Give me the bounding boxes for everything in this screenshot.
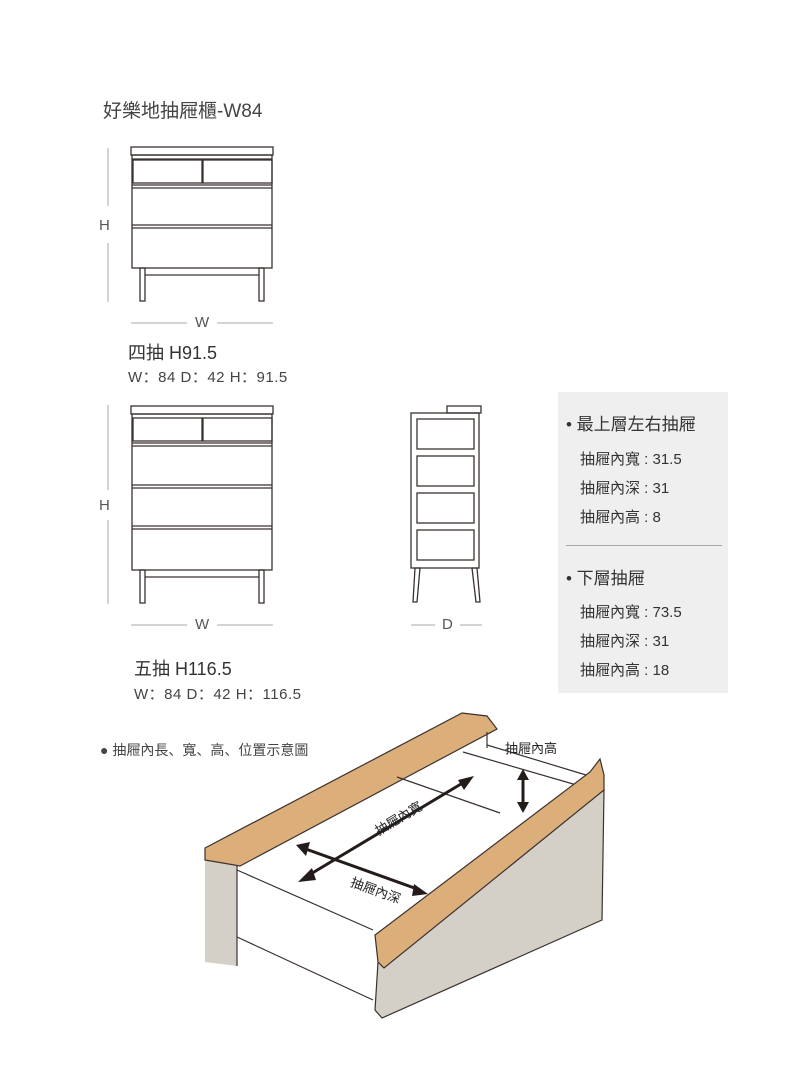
five-drawer-dimensions: W：84 D：42 H：116.5 [134,686,302,703]
drawer-left-side [205,860,237,966]
width-label: W [195,616,210,633]
five-drawer-side-view [410,405,482,603]
height-label: H [99,217,110,234]
drawer-front-panel [374,788,605,1019]
drawer-diagram [204,712,605,1019]
four-drawer-dimensions: W：84 D：42 H：91.5 [128,369,288,386]
spec-top-height: 抽屜內高 : 8 [580,509,661,526]
four-drawer-front-view [130,146,274,302]
drawer-back-rail [204,712,498,867]
spec-divider [566,545,722,546]
inner-height-label: 抽屜內高 [505,741,558,756]
drawer-front-rail [374,757,605,969]
height-label: H [99,497,110,514]
depth-label: D [442,616,453,633]
five-drawer-model: 五抽 H116.5 [134,659,232,679]
diagram-note: ● 抽屜內長、寬、高、位置示意圖 [100,742,309,758]
spec-top-depth: 抽屜內深 : 31 [580,480,670,497]
spec-bottom-depth: 抽屜內深 : 31 [580,633,670,650]
spec-bottom-width: 抽屜內寬 : 73.5 [580,604,682,621]
spec-panel [558,392,728,693]
spec-bottom-height: 抽屜內高 : 18 [580,662,670,679]
four-drawer-dim-lines [107,148,273,324]
spec-top-width: 抽屜內寬 : 31.5 [580,451,682,468]
spec-bottom-heading: • 下層抽屜 [566,569,645,588]
five-drawer-dim-lines [107,405,482,626]
spec-top-heading: • 最上層左右抽屜 [566,415,696,434]
page-title: 好樂地抽屜櫃-W84 [103,101,263,122]
dimension-arrows [296,769,529,896]
four-drawer-model: 四抽 H91.5 [128,343,218,363]
five-drawer-front-view [130,405,274,604]
width-label: W [195,314,210,331]
